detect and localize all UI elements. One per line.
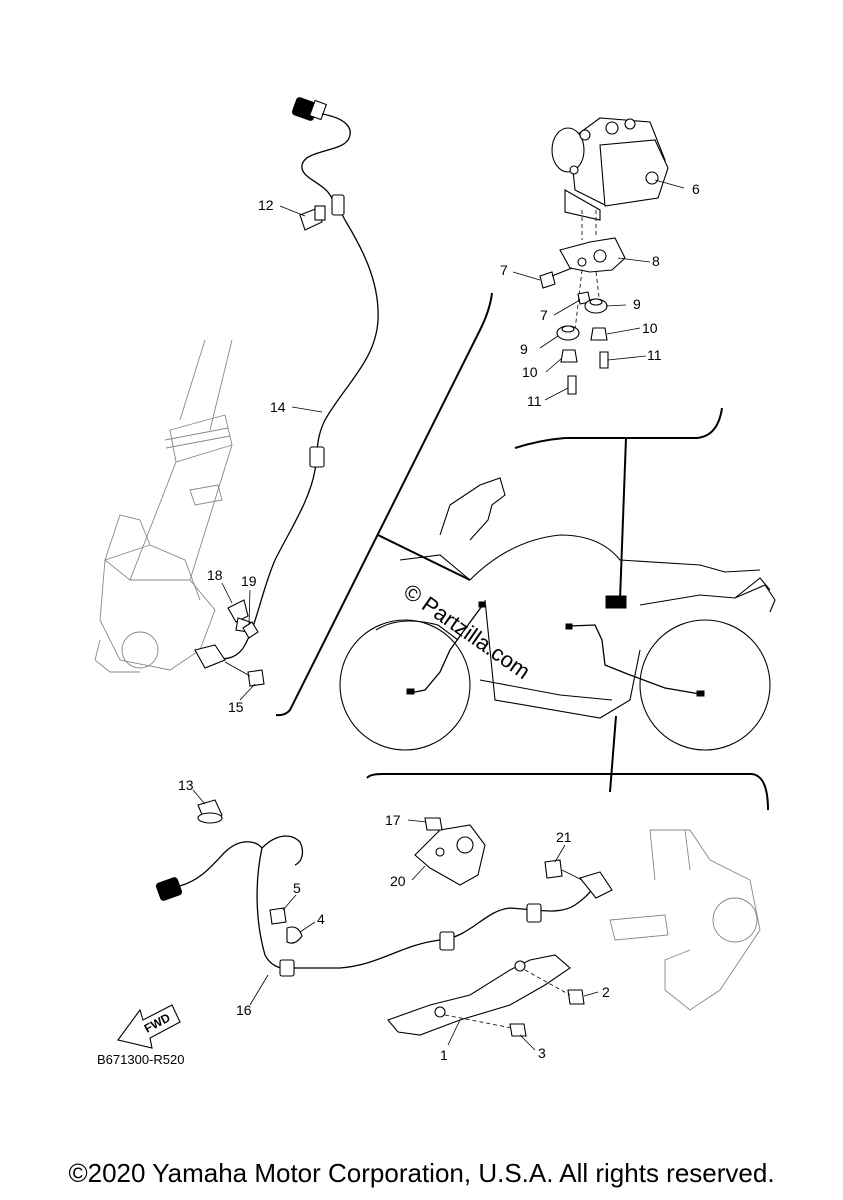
- callout-17: 17: [385, 812, 401, 828]
- watermark: © Partzilla.com: [399, 579, 535, 685]
- front-wheel-sensor-lead: [194, 97, 379, 687]
- callout-10b: 10: [522, 364, 538, 380]
- callout-20: 20: [390, 873, 406, 889]
- detail-frames: [275, 292, 769, 811]
- rear-wheel-sensor-lead: [155, 799, 761, 1037]
- callout-12: 12: [258, 197, 274, 213]
- callout-14: 14: [270, 399, 286, 415]
- callout-4: 4: [317, 911, 325, 927]
- callout-15: 15: [228, 699, 244, 715]
- fwd-direction-arrow: FWD: [117, 1004, 181, 1049]
- callout-5: 5: [293, 880, 301, 896]
- copyright-notice: ©2020 Yamaha Motor Corporation, U.S.A. A…: [68, 1158, 775, 1188]
- callout-9a: 9: [633, 296, 641, 312]
- diagram-code: B671300-R520: [97, 1052, 184, 1067]
- callout-labels: 1 2 3 4 5 6 7 7 8 9 9 10 10 11 11 12 13 …: [178, 181, 700, 1063]
- callout-11b: 11: [527, 393, 542, 409]
- callout-9b: 9: [520, 341, 528, 357]
- callout-7a: 7: [500, 262, 508, 278]
- front-fork-illustration: [94, 339, 233, 673]
- callout-7b: 7: [540, 307, 548, 323]
- callout-8: 8: [652, 253, 660, 269]
- callout-16: 16: [236, 1002, 252, 1018]
- callout-10a: 10: [642, 320, 658, 336]
- callout-21: 21: [556, 829, 572, 845]
- callout-19: 19: [241, 573, 257, 589]
- callout-13: 13: [178, 777, 194, 793]
- callout-6: 6: [692, 181, 700, 197]
- callout-3: 3: [538, 1045, 546, 1061]
- callout-1: 1: [440, 1047, 448, 1063]
- motorcycle-overview: [339, 477, 776, 751]
- callout-11a: 11: [647, 347, 662, 363]
- hydraulic-unit-assembly: [539, 117, 669, 395]
- callout-18: 18: [207, 567, 223, 583]
- leader-lines: [192, 179, 685, 1051]
- callout-2: 2: [602, 984, 610, 1000]
